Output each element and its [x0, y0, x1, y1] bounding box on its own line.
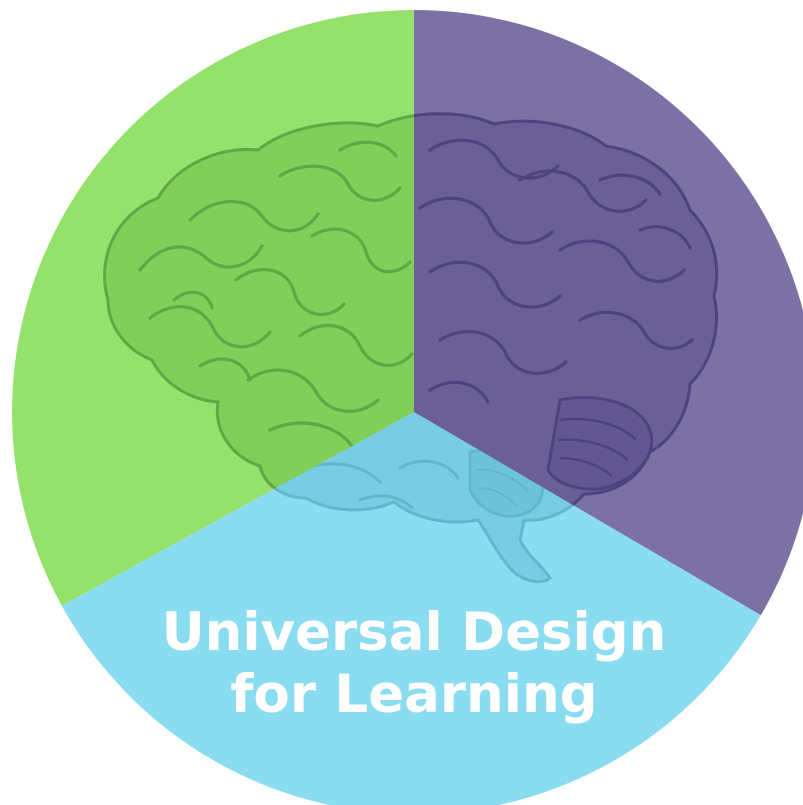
- logo-title-line-1: Universal Design: [162, 602, 667, 663]
- brain-icon: [103, 112, 719, 584]
- logo-title-line-2: for Learning: [230, 664, 597, 725]
